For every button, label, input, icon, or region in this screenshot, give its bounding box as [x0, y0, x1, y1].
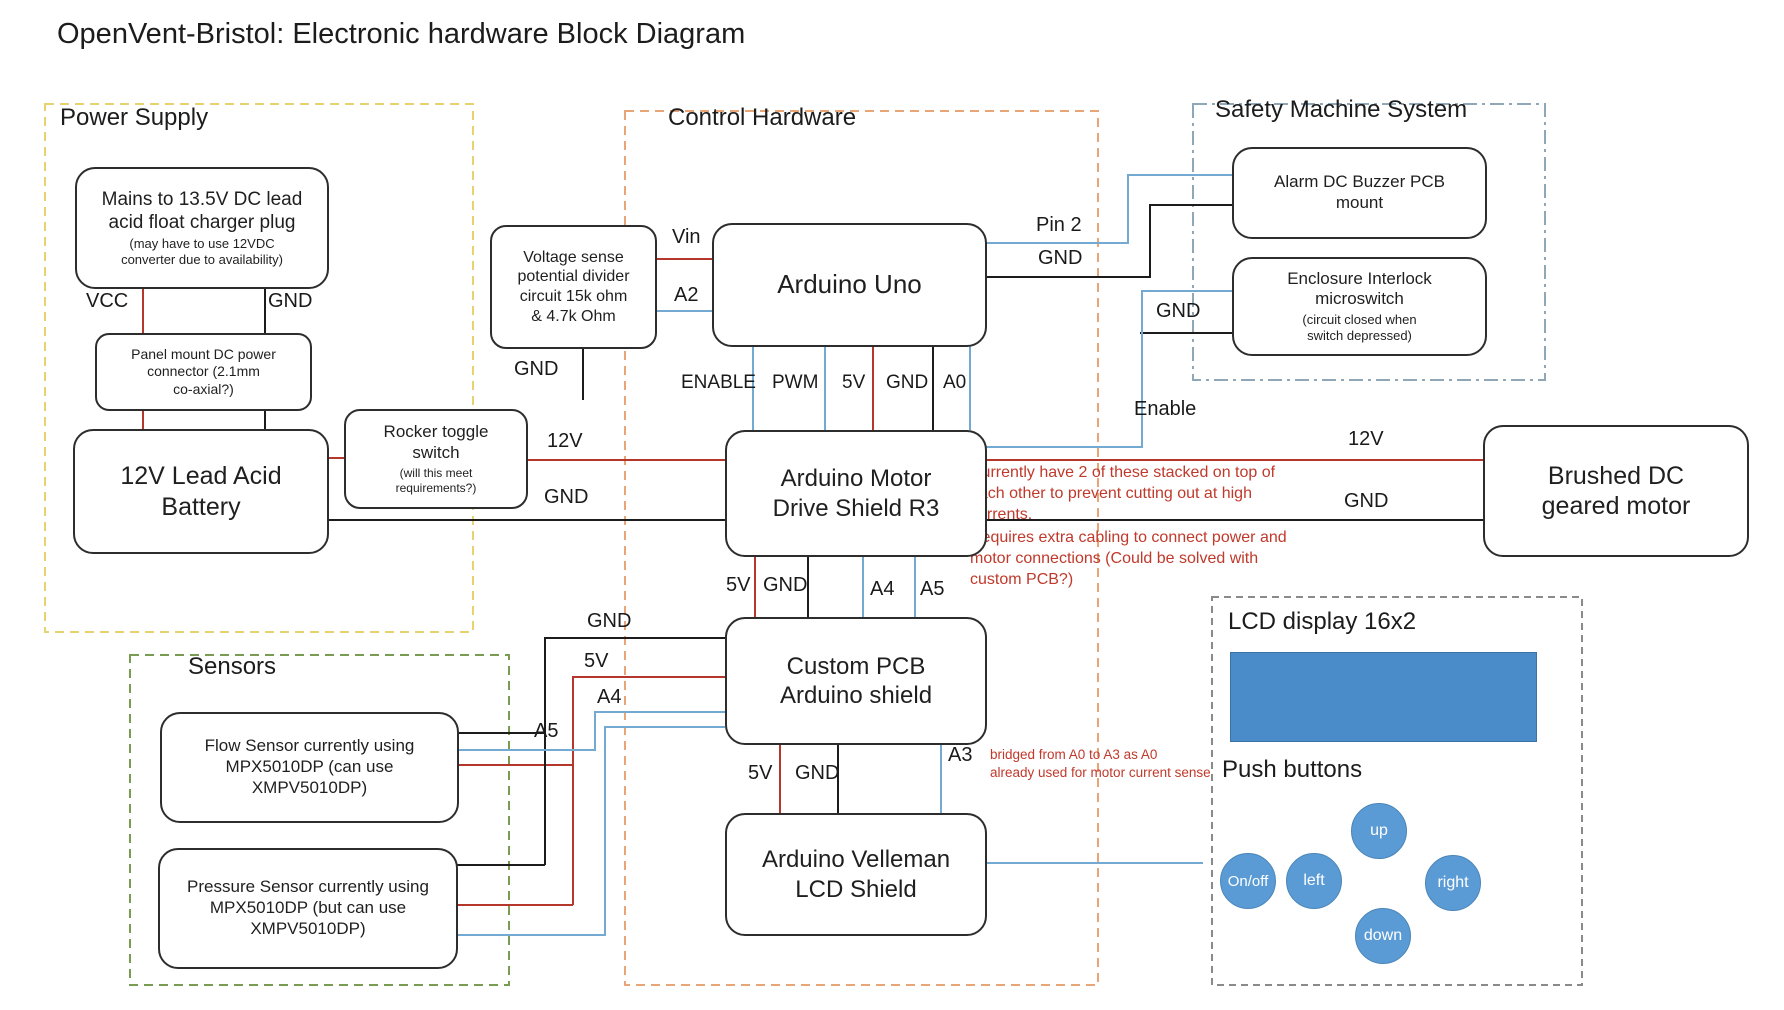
push-button-left: left: [1286, 853, 1342, 909]
dc-motor-box: Brushed DC geared motor: [1483, 425, 1749, 557]
battery-box: 12V Lead Acid Battery: [73, 429, 329, 554]
control-hardware-container: [624, 110, 1099, 986]
push-button-down: down: [1355, 908, 1411, 964]
push-button-onoff: On/off: [1220, 853, 1276, 909]
label-mains-gnd: GND: [268, 290, 313, 312]
label-cv-gnd: GND: [795, 762, 840, 784]
battery-main-text: 12V Lead Acid Battery: [120, 462, 282, 521]
dc-motor-main-text: Brushed DC geared motor: [1541, 461, 1691, 521]
section-label-sensors: Sensors: [188, 653, 277, 680]
wire-interlock-enable: [983, 290, 1232, 448]
velleman-lcd-shield-main-text: Arduino Velleman LCD Shield: [761, 846, 951, 903]
section-label-lcd-display: LCD display 16x2: [1228, 608, 1417, 635]
label-left-12v: 12V: [547, 430, 583, 452]
mains-charger-box: Mains to 13.5V DC lead acid float charge…: [75, 167, 329, 289]
label-sensors-5v: 5V: [584, 650, 609, 672]
wire-uno-alarm-pin2: [983, 174, 1232, 244]
label-pin2: Pin 2: [1036, 214, 1082, 236]
mains-charger-sub-text: (may have to use 12VDC converter due to …: [121, 235, 283, 268]
label-mc-a4: A4: [870, 578, 895, 600]
flow-sensor-box: Flow Sensor currently using MPX5010DP (c…: [160, 712, 459, 823]
label-sensors-a5: A5: [534, 720, 559, 742]
label-uno-5v: 5V: [842, 372, 866, 393]
lcd-container: [1211, 596, 1583, 986]
sensors-container: [129, 654, 510, 986]
voltage-sense-main-text: Voltage sense potential divider circuit …: [517, 248, 630, 325]
blue-signal-wires: [454, 174, 1232, 936]
motor-shield-box: Arduino Motor Drive Shield R3: [725, 430, 987, 557]
label-a2: A2: [674, 284, 699, 306]
label-mc-a5: A5: [920, 578, 945, 600]
alarm-buzzer-box: Alarm DC Buzzer PCB mount: [1232, 147, 1487, 239]
power-supply-container: [44, 103, 474, 633]
safety-machine-container: [1192, 103, 1546, 381]
label-interlock-gnd: GND: [1156, 300, 1201, 322]
enclosure-interlock-main-text: Enclosure Interlock microswitch: [1287, 268, 1432, 309]
section-label-safety-machine: Safety Machine System: [1215, 96, 1468, 123]
label-uno-gnd: GND: [886, 372, 929, 393]
wire-sensors-a5: [454, 726, 725, 936]
wire-sensors-5v: [454, 676, 725, 906]
red-power-wires: [142, 258, 1483, 906]
enclosure-interlock-sub-text: (circuit closed when switch depressed): [1302, 311, 1417, 344]
annotation-stacked-shields: Currently have 2 of these stacked on top…: [970, 464, 1276, 523]
label-pin2-gnd: GND: [1038, 247, 1083, 269]
mains-charger-main-text: Mains to 13.5V DC lead acid float charge…: [101, 188, 303, 233]
arduino-uno-main-text: Arduino Uno: [777, 269, 922, 300]
panel-connector-main-text: Panel mount DC power connector (2.1mm co…: [131, 346, 276, 397]
arduino-uno-box: Arduino Uno: [712, 223, 987, 347]
label-sensors-a4: A4: [597, 686, 622, 708]
custom-pcb-main-text: Custom PCB Arduino shield: [779, 652, 933, 709]
annotation-extra-cabling: Requires extra cabling to connect power …: [970, 529, 1287, 588]
label-vcc: VCC: [86, 290, 129, 312]
wire-sensors-gnd: [454, 637, 725, 866]
custom-pcb-box: Custom PCB Arduino shield: [725, 617, 987, 745]
section-label-push-buttons: Push buttons: [1222, 756, 1363, 783]
section-label-power-supply: Power Supply: [60, 104, 209, 131]
rocker-switch-main-text: Rocker toggle switch: [383, 422, 489, 462]
panel-connector-box: Panel mount DC power connector (2.1mm co…: [95, 333, 312, 411]
label-cv-5v: 5V: [748, 762, 773, 784]
wire-sensors-a4: [455, 711, 725, 751]
label-vsense-gnd: GND: [514, 358, 559, 380]
section-label-control-hardware: Control Hardware: [668, 104, 857, 131]
black-ground-wires: [264, 204, 1483, 866]
label-uno-pwm: PWM: [772, 372, 819, 393]
label-right-12v: 12V: [1348, 428, 1384, 450]
lcd-screen: [1230, 652, 1537, 742]
label-uno-a0: A0: [943, 372, 967, 393]
label-uno-enable: ENABLE: [681, 372, 756, 393]
label-left-gnd: GND: [544, 486, 589, 508]
rocker-switch-sub-text: (will this meet requirements?): [395, 465, 477, 495]
page-title: OpenVent-Bristol: Electronic hardware Bl…: [57, 18, 746, 50]
wire-uno-alarm-gnd: [983, 204, 1232, 278]
velleman-lcd-shield-box: Arduino Velleman LCD Shield: [725, 813, 987, 936]
push-button-up: up: [1351, 803, 1407, 859]
label-mc-5v: 5V: [726, 574, 751, 596]
pressure-sensor-box: Pressure Sensor currently using MPX5010D…: [158, 848, 458, 969]
voltage-sense-box: Voltage sense potential divider circuit …: [490, 225, 657, 349]
pressure-sensor-main-text: Pressure Sensor currently using MPX5010D…: [187, 877, 429, 938]
label-right-gnd: GND: [1344, 490, 1389, 512]
label-mc-gnd: GND: [763, 574, 808, 596]
label-vin: Vin: [672, 226, 701, 248]
label-sensors-gnd: GND: [587, 610, 632, 632]
label-enable: Enable: [1134, 398, 1197, 420]
alarm-buzzer-main-text: Alarm DC Buzzer PCB mount: [1274, 172, 1445, 212]
enclosure-interlock-box: Enclosure Interlock microswitch (circuit…: [1232, 257, 1487, 356]
flow-sensor-main-text: Flow Sensor currently using MPX5010DP (c…: [204, 736, 415, 797]
rocker-switch-box: Rocker toggle switch (will this meet req…: [344, 409, 528, 509]
annotation-a3-bridged: bridged from A0 to A3 as A0 already used…: [990, 747, 1211, 780]
label-a3: A3: [948, 744, 973, 766]
push-button-right: right: [1425, 855, 1481, 911]
motor-shield-main-text: Arduino Motor Drive Shield R3: [772, 465, 940, 522]
